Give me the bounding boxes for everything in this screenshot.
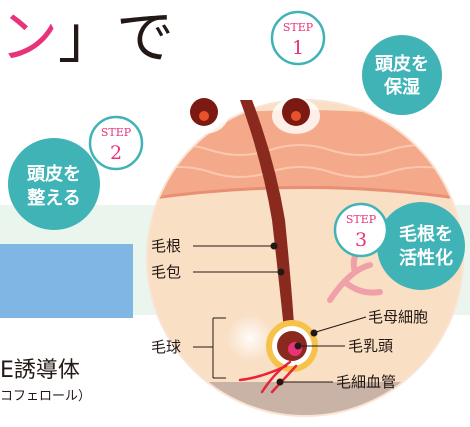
leader-lines bbox=[193, 242, 367, 386]
pores bbox=[180, 98, 320, 134]
caption-sub-text: コフェロール） bbox=[0, 389, 92, 404]
step3-badge bbox=[333, 202, 389, 258]
headline-pink-text: ン bbox=[0, 3, 59, 71]
headline-fragment: ン」で bbox=[0, 8, 174, 66]
step2-word: STEP bbox=[101, 126, 132, 139]
step2-text-line1: 頭皮を bbox=[27, 163, 81, 185]
caption-main-text: E誘導体 bbox=[0, 358, 80, 383]
step1-word: STEP bbox=[283, 21, 314, 34]
blue-panel bbox=[0, 244, 133, 318]
step1-text-line1: 頭皮を bbox=[375, 53, 429, 75]
step2-text-line2: 整える bbox=[26, 187, 80, 209]
label-mokyu: 毛球 bbox=[151, 338, 181, 356]
step1-number: 1 bbox=[292, 37, 304, 59]
step3-number: 3 bbox=[355, 229, 367, 251]
step3-bubble bbox=[377, 202, 465, 290]
step3-group: 毛根を 活性化 STEP 3 bbox=[333, 202, 465, 290]
step2-number: 2 bbox=[110, 142, 122, 164]
step1-bubble bbox=[362, 35, 442, 115]
hair-bulb bbox=[226, 314, 318, 372]
label-mokon: 毛根 bbox=[151, 237, 181, 255]
capillaries bbox=[238, 360, 298, 394]
label-mobo: 毛母細胞 bbox=[368, 308, 428, 326]
caption-panel bbox=[0, 340, 125, 427]
step1-text-line2: 保湿 bbox=[383, 76, 420, 98]
step3-text-line1: 毛根を bbox=[399, 223, 453, 245]
step3-word: STEP bbox=[346, 213, 377, 226]
step2-group: 頭皮を 整える STEP 2 bbox=[8, 115, 144, 230]
label-kekkan: 毛細血管 bbox=[336, 373, 396, 391]
headline-rest-text: 」で bbox=[58, 3, 175, 71]
step2-badge bbox=[88, 115, 144, 171]
step1-group: 頭皮を 保湿 STEP 1 bbox=[270, 10, 442, 115]
hair-shaft bbox=[240, 100, 295, 340]
label-mouhou: 毛包 bbox=[151, 263, 181, 281]
step1-badge bbox=[270, 10, 326, 66]
step2-bubble bbox=[8, 138, 100, 230]
step3-text-line2: 活性化 bbox=[399, 247, 453, 269]
label-nyuto: 毛乳頭 bbox=[348, 337, 393, 355]
